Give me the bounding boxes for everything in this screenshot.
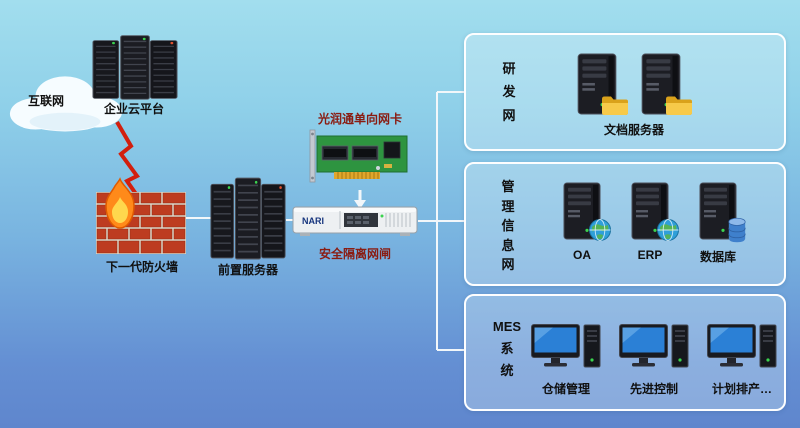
gateway-appliance-icon: NARI	[292, 206, 418, 236]
database-label: 数据库	[699, 250, 736, 264]
gateway-label: 安全隔离网闸	[318, 247, 391, 261]
advanced-control-label: 先进控制	[629, 382, 678, 396]
gateway-brand-text: NARI	[302, 216, 324, 226]
network-card-icon	[309, 129, 408, 183]
cloud-platform-label: 企业云平台	[103, 102, 164, 116]
front-server-icon	[210, 176, 286, 260]
firewall-label: 下一代防火墙	[105, 260, 178, 274]
desktop-computer-icon	[707, 324, 777, 374]
group-box-mes-system: MES 系 统 仓储管理 先进控制 计划排产…	[464, 294, 786, 411]
lightning-icon	[115, 120, 141, 196]
warehouse-mgmt-item: 仓储管理	[530, 324, 602, 397]
mis-items: OA ERP 数据库	[558, 182, 742, 265]
desktop-computer-icon	[531, 324, 601, 374]
erp-server-item: ERP	[626, 182, 674, 265]
oa-server-item: OA	[558, 182, 606, 265]
database-server-item: 数据库	[694, 182, 742, 265]
rd-network-items	[574, 53, 684, 115]
internet-label: 互联网	[27, 94, 64, 108]
desktop-computer-icon	[619, 324, 689, 374]
group-box-rd-network: 研 发 网 文档服务器	[464, 33, 786, 151]
document-server-label: 文档服务器	[603, 123, 664, 137]
cloud-platform-servers-icon	[92, 34, 178, 100]
globe-icon	[656, 218, 680, 242]
front-server-label: 前置服务器	[217, 263, 278, 277]
oa-label: OA	[573, 248, 591, 262]
erp-label: ERP	[637, 248, 663, 262]
database-icon	[727, 217, 747, 243]
internet-cloud-icon	[9, 76, 123, 132]
folder-icon	[600, 93, 630, 117]
group-label-management-info-network: 管 理 信 息 网	[501, 179, 515, 272]
globe-icon	[588, 218, 612, 242]
warehouse-mgmt-label: 仓储管理	[541, 382, 590, 396]
document-server-item	[638, 53, 684, 115]
advanced-control-item: 先进控制	[618, 324, 690, 397]
document-server-item	[574, 53, 620, 115]
folder-icon	[664, 93, 694, 117]
group-box-management-info-network: 管 理 信 息 网 OA ERP	[464, 162, 786, 286]
nic-label: 光润通单向网卡	[317, 112, 402, 126]
mes-items: 仓储管理 先进控制 计划排产…	[530, 324, 778, 397]
flame-icon	[105, 177, 135, 229]
group-label-mes-system: MES 系 统	[492, 319, 522, 379]
production-scheduling-item: 计划排产…	[706, 324, 778, 397]
group-label-rd-network: 研 发 网	[502, 61, 516, 123]
nic-arrow-head	[354, 200, 366, 209]
production-scheduling-label: 计划排产…	[711, 382, 772, 396]
